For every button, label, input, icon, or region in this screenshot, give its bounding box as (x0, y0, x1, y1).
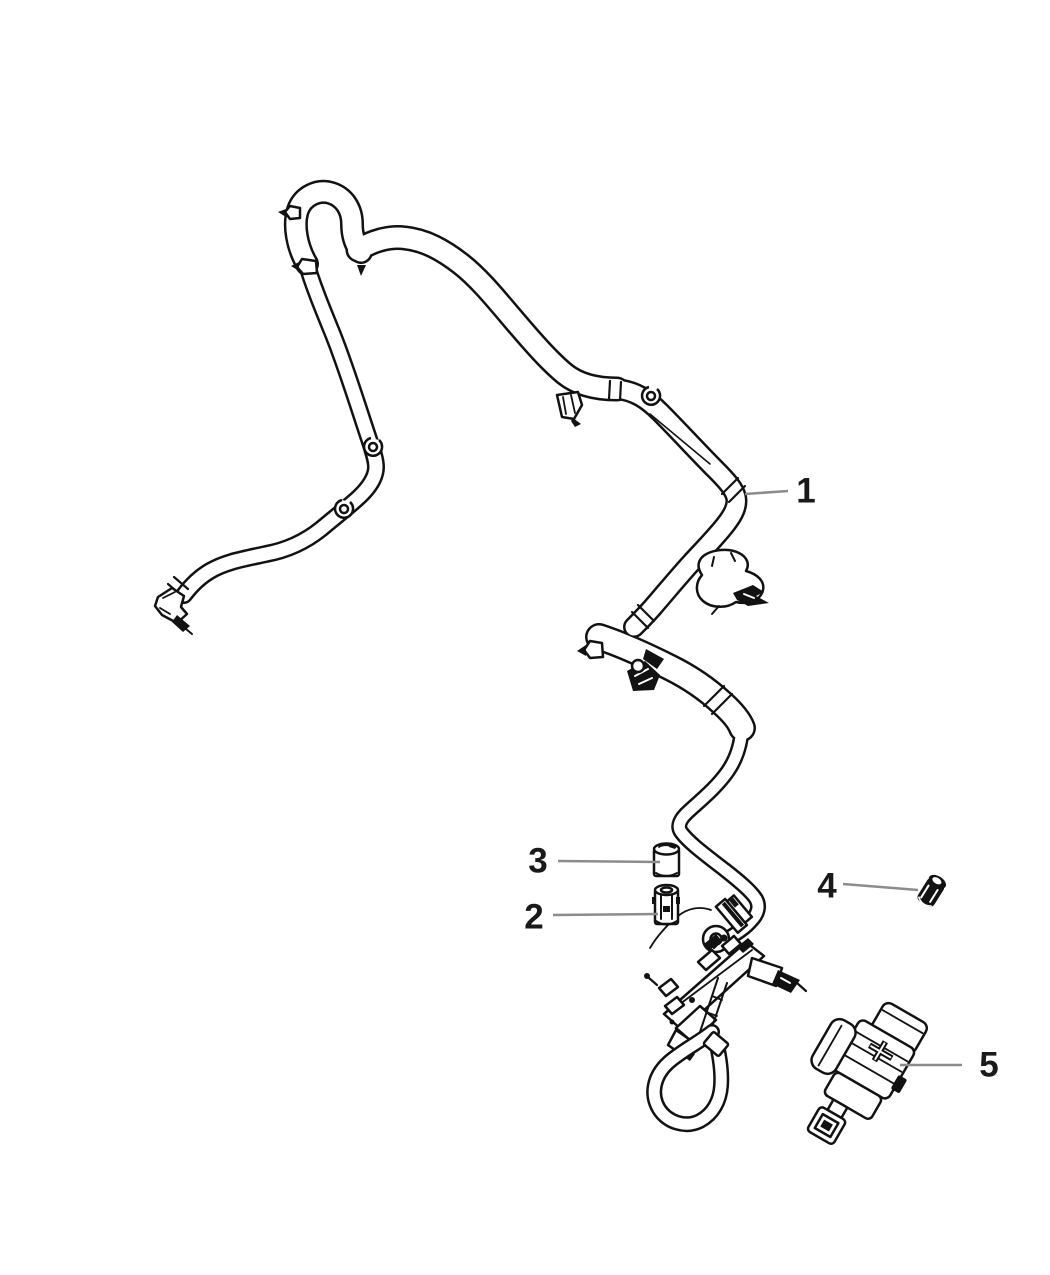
callout-label-3: 3 (528, 841, 548, 881)
c-clip-icon (362, 436, 384, 458)
push-pin-clip-icon (291, 257, 319, 276)
callout-2-leader (552, 912, 659, 917)
callout-label-5: 5 (979, 1045, 999, 1085)
c-clip-icon (333, 498, 355, 520)
junction-tick (357, 265, 366, 276)
tape-wedge (643, 649, 664, 669)
callout-label-1: 1 (796, 471, 816, 511)
part-2-terminal-sleeve (652, 883, 680, 926)
callout-3-leader (557, 859, 661, 864)
branch-connector-boot (695, 548, 769, 615)
callout-1-leader (744, 489, 789, 496)
cable-crimp-terminal (714, 894, 754, 934)
callout-label-2: 2 (524, 897, 544, 937)
callout-4-leader (842, 882, 919, 892)
push-pin-clip-icon (577, 639, 605, 660)
part-4-nut (917, 874, 947, 907)
part-5-connector (806, 1001, 929, 1145)
bolt-clip-cluster (627, 658, 660, 691)
harness-tube-cores (177, 182, 764, 944)
callout-leaders (552, 489, 962, 1067)
c-clip-icon (640, 385, 662, 407)
harness-stub-connector (555, 390, 584, 427)
part-3-insulator-cap (652, 842, 681, 878)
callout-label-4: 4 (817, 866, 837, 906)
battery-terminal-end (153, 575, 193, 635)
push-pin-clip-icon (278, 204, 302, 221)
harness-tube-outlines (175, 180, 767, 946)
fuse-bracket-assembly (644, 934, 808, 1133)
part-1-harness-assembly (153, 180, 769, 954)
